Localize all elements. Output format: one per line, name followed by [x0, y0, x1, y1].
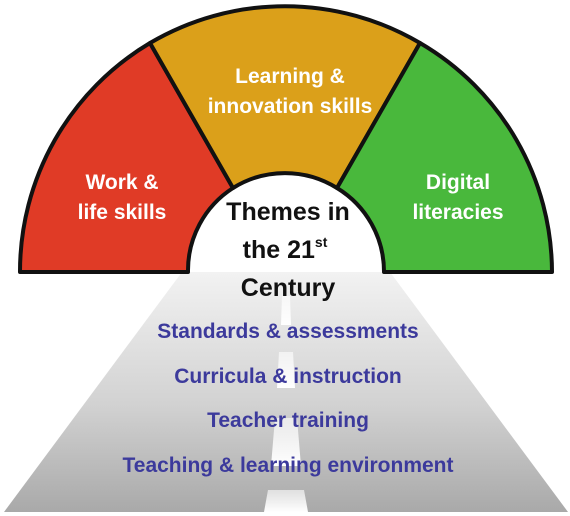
learning-innovation-label-line2: innovation skills [208, 95, 373, 118]
road-lane-markings [264, 296, 308, 512]
digital-label-line2: literacies [412, 201, 503, 224]
work-life-label-line1: Work & [85, 171, 158, 194]
lane-dash-4 [264, 490, 308, 512]
lane-dash-3 [271, 418, 301, 466]
digital-label-line1: Digital [426, 171, 490, 194]
road-items: Standards & assessments Curricula & inst… [123, 320, 454, 477]
road [4, 272, 568, 512]
center-title-line2-main: the 21 [243, 236, 315, 264]
lane-dash-1 [281, 296, 291, 325]
segment-digital-literacies [335, 41, 554, 274]
road-item-environment: Teaching & learning environment [123, 454, 454, 477]
center-title-line1: Themes in [226, 198, 350, 226]
segment-work-life-skills [17, 41, 235, 274]
center-title-line2: the 21st [243, 234, 328, 264]
learning-innovation-label-line1: Learning & [235, 65, 345, 88]
center-title-line2-superscript: st [315, 234, 328, 250]
segment-learning-innovation-skills [148, 4, 422, 190]
road-surface [4, 272, 568, 512]
road-item-curricula: Curricula & instruction [174, 365, 402, 388]
road-item-teacher-training: Teacher training [207, 409, 369, 432]
arch [17, 4, 554, 274]
road-item-standards: Standards & assessments [157, 320, 418, 343]
work-life-label-line2: life skills [78, 201, 167, 224]
center-title-line3: Century [241, 274, 336, 302]
lane-dash-2 [277, 352, 295, 388]
